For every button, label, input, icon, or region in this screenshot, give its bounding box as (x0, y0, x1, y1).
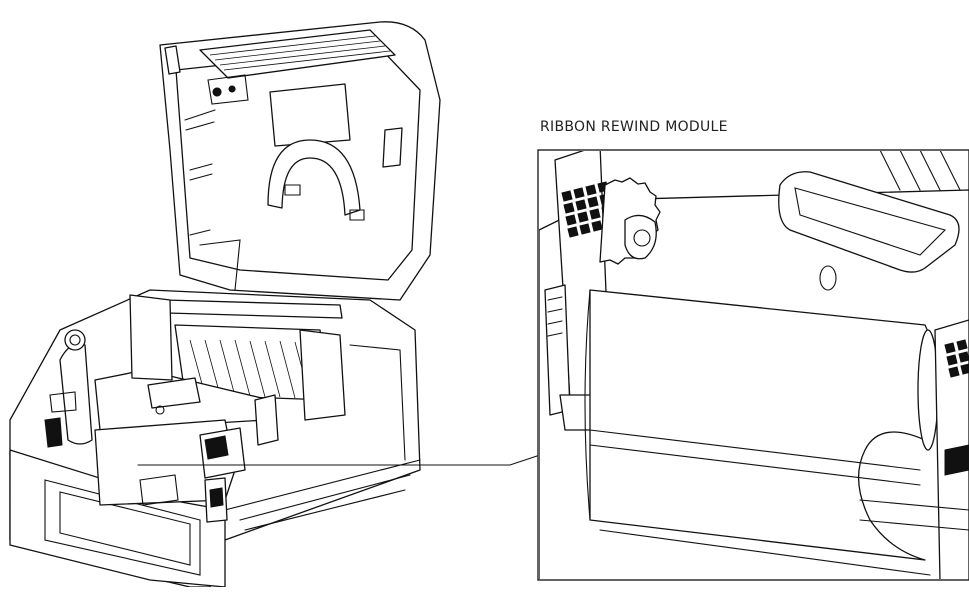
printer-base (9, 289, 421, 588)
top-cover (159, 21, 441, 301)
detail-callout (537, 149, 969, 581)
leader-line (137, 454, 541, 466)
callout-label: RIBBON REWIND MODULE (540, 119, 728, 135)
